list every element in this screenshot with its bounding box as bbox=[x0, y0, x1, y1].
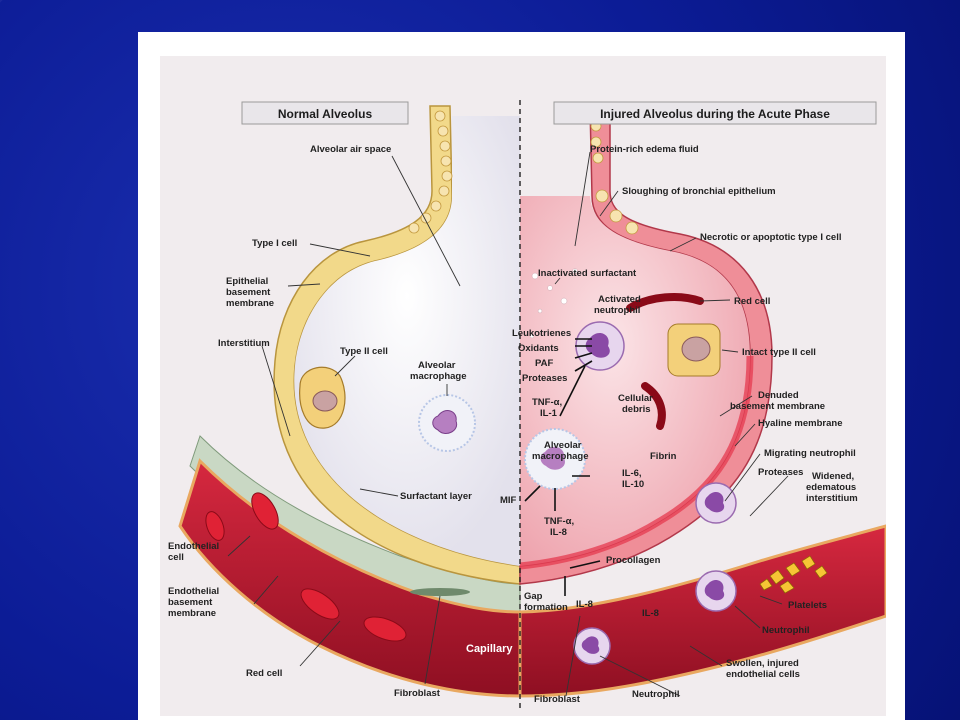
left-panel-title: Normal Alveolus bbox=[278, 107, 373, 121]
label-alveolar-macrophage-2: macrophage bbox=[410, 371, 467, 382]
leader-lines-right bbox=[554, 151, 789, 697]
label-widened-3: interstitium bbox=[806, 493, 858, 504]
label-leukotrienes: Leukotrienes bbox=[512, 328, 571, 339]
platelets-cluster bbox=[759, 555, 828, 594]
label-il6-il10-2: IL-10 bbox=[622, 479, 644, 490]
label-procollagen: Procollagen bbox=[606, 555, 661, 566]
edema-dots bbox=[529, 268, 578, 339]
fibroblast-left-shape bbox=[410, 588, 470, 596]
label-activated-neutrophil-1: Activated bbox=[598, 294, 641, 305]
label-neutrophil-2: Neutrophil bbox=[632, 689, 680, 700]
hyaline-membrane bbox=[519, 355, 754, 570]
label-widened-1: Widened, bbox=[812, 471, 854, 482]
alveolar-macrophage-right bbox=[524, 428, 586, 490]
label-epithelial-bm-1: Epithelial bbox=[226, 276, 268, 287]
label-il6-il10-1: IL-6, bbox=[622, 468, 642, 479]
label-proteases-2: Proteases bbox=[758, 467, 803, 478]
label-alveolar-macrophage-1: Alveolar bbox=[418, 360, 456, 371]
label-neutrophil-1: Neutrophil bbox=[762, 625, 810, 636]
label-necrotic: Necrotic or apoptotic type I cell bbox=[700, 232, 841, 243]
label-tnf-il1-2: IL-1 bbox=[540, 408, 558, 419]
bronchial-cells-right bbox=[590, 120, 639, 235]
label-activated-neutrophil-2: neutrophil bbox=[594, 305, 640, 316]
label-platelets: Platelets bbox=[788, 600, 827, 611]
label-hyaline-membrane: Hyaline membrane bbox=[758, 418, 842, 429]
label-gap-formation-2: formation bbox=[524, 602, 568, 613]
label-epithelial-bm-3: membrane bbox=[226, 298, 274, 309]
label-fibroblast-left: Fibroblast bbox=[394, 688, 441, 699]
label-sloughing: Sloughing of bronchial epithelium bbox=[622, 186, 776, 197]
label-interstitium: Interstitium bbox=[218, 338, 270, 349]
label-swollen-1: Swollen, injured bbox=[726, 658, 799, 669]
label-intact-type-ii-cell: Intact type II cell bbox=[742, 347, 816, 358]
normal-air-space bbox=[294, 116, 520, 566]
label-endothelial-cell-2: cell bbox=[168, 552, 184, 563]
type-ii-cell-left bbox=[299, 366, 346, 429]
alveolar-macrophage-left bbox=[418, 394, 476, 452]
label-inactivated-surfactant: Inactivated surfactant bbox=[538, 268, 637, 279]
label-cellular-debris-1: Cellular bbox=[618, 393, 653, 404]
slide-card: Normal Alveolus Injured Alveolus during … bbox=[138, 32, 905, 720]
label-endothelial-bm-2: basement bbox=[168, 597, 213, 608]
right-panel-title: Injured Alveolus during the Acute Phase bbox=[600, 107, 830, 121]
red-cells-right bbox=[626, 293, 704, 430]
label-migrating-neutrophil: Migrating neutrophil bbox=[764, 448, 856, 459]
label-tnf-il8-2: IL-8 bbox=[550, 527, 567, 538]
label-endothelial-bm-1: Endothelial bbox=[168, 586, 219, 597]
label-red-cell-right: Red cell bbox=[734, 296, 770, 307]
leader-lines-left bbox=[227, 155, 461, 685]
label-type-ii-cell: Type II cell bbox=[340, 346, 388, 357]
label-alveolar-macrophage-r1: Alveolar bbox=[544, 440, 582, 451]
left-title-box: Normal Alveolus bbox=[241, 101, 409, 125]
label-fibroblast-right: Fibroblast bbox=[534, 694, 581, 705]
label-fibrin: Fibrin bbox=[650, 451, 677, 462]
label-widened-2: edematous bbox=[806, 482, 856, 493]
red-cells-left bbox=[205, 492, 407, 642]
diagram-svg: Normal Alveolus Injured Alveolus during … bbox=[160, 56, 886, 716]
label-protein-rich-edema: Protein-rich edema fluid bbox=[590, 144, 699, 155]
label-cellular-debris-2: debris bbox=[622, 404, 651, 415]
label-alveolar-macrophage-r2: macrophage bbox=[532, 451, 589, 462]
label-gap-formation-1: Gap bbox=[524, 591, 543, 602]
label-type-i-cell: Type I cell bbox=[252, 238, 297, 249]
alveolus-diagram: Normal Alveolus Injured Alveolus during … bbox=[160, 56, 886, 716]
arrows-right bbox=[524, 338, 601, 596]
label-endothelial-cell-1: Endothelial bbox=[168, 541, 219, 552]
label-swollen-2: endothelial cells bbox=[726, 669, 800, 680]
label-proteases: Proteases bbox=[522, 373, 567, 384]
migrating-neutrophil-shape bbox=[695, 482, 737, 524]
label-il8-a: IL-8 bbox=[576, 599, 593, 610]
label-oxidants: Oxidants bbox=[518, 343, 559, 354]
label-denuded-1: Denuded bbox=[758, 390, 799, 401]
right-title-box: Injured Alveolus during the Acute Phase bbox=[553, 101, 877, 125]
label-epithelial-bm-2: basement bbox=[226, 287, 271, 298]
label-alveolar-air-space: Alveolar air space bbox=[310, 144, 391, 155]
intact-type-ii-cell bbox=[667, 323, 721, 377]
capillary-neutrophils bbox=[573, 570, 737, 665]
label-denuded-2: basement membrane bbox=[730, 401, 825, 412]
label-il8-b: IL-8 bbox=[642, 608, 659, 619]
label-red-cell-left: Red cell bbox=[246, 668, 282, 679]
bronchial-cells-left bbox=[408, 110, 453, 234]
label-tnf-il1-1: TNF-α, bbox=[532, 397, 562, 408]
capillary-label: Capillary bbox=[466, 643, 513, 655]
label-endothelial-bm-3: membrane bbox=[168, 608, 216, 619]
label-paf: PAF bbox=[535, 358, 553, 369]
label-mif: MIF bbox=[500, 495, 517, 506]
label-tnf-il8-1: TNF-α, bbox=[544, 516, 574, 527]
label-surfactant-layer: Surfactant layer bbox=[400, 491, 472, 502]
